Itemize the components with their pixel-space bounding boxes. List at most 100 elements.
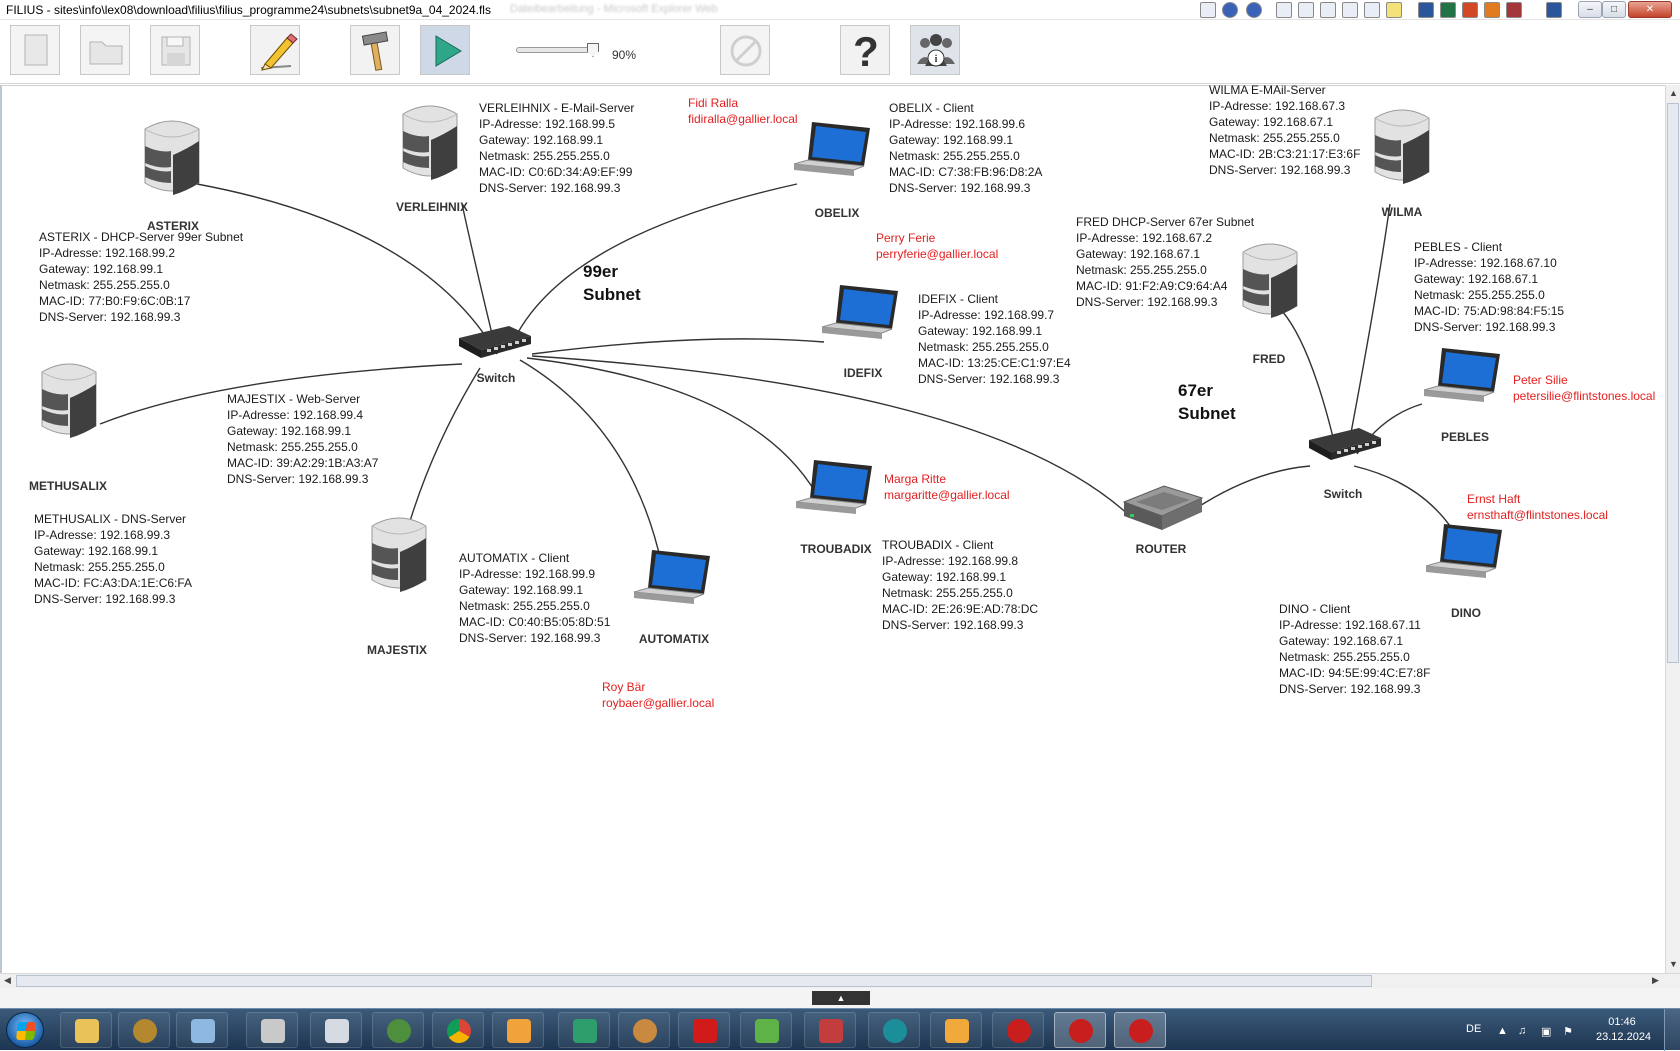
- zoom-slider[interactable]: [516, 47, 598, 53]
- window-titlebar: FILIUS - sites\info\lex08\download\filiu…: [0, 0, 1680, 20]
- clipboard-icon[interactable]: [1320, 2, 1336, 18]
- taskbar-app-dollar[interactable]: [930, 1012, 982, 1048]
- node-dino[interactable]: [1424, 520, 1510, 591]
- node-obelix[interactable]: [792, 118, 878, 189]
- mail-icon[interactable]: [1276, 2, 1292, 18]
- node-fred[interactable]: [1235, 234, 1305, 325]
- laptop-icon: [793, 122, 870, 176]
- laptop-icon: [795, 460, 872, 514]
- save-file-button[interactable]: [150, 25, 200, 75]
- card-icon[interactable]: [1342, 2, 1358, 18]
- team-info-icon: i: [917, 34, 955, 67]
- close-button[interactable]: ✕: [1628, 1, 1672, 18]
- taskbar-app-chart[interactable]: [740, 1012, 792, 1048]
- taskbar-app-notebook[interactable]: [176, 1012, 228, 1048]
- node-label-verleihnix: VERLEIHNIX: [395, 200, 469, 214]
- taskbar-app-globe[interactable]: [372, 1012, 424, 1048]
- network-tray-icon[interactable]: ▣: [1541, 1026, 1552, 1038]
- taskbar-app-pl[interactable]: [678, 1012, 730, 1048]
- taskbar-filius-1[interactable]: [992, 1012, 1044, 1048]
- taskbar-explorer[interactable]: [60, 1012, 112, 1048]
- window-title-overflow: Dateibearbeitung - Microsoft Explorer We…: [510, 3, 718, 15]
- server-icon: [1374, 109, 1430, 184]
- volume-icon[interactable]: ♫: [1518, 1025, 1527, 1037]
- node-asterix[interactable]: [137, 111, 207, 202]
- access-icon[interactable]: [1506, 2, 1522, 18]
- taskbar-app-scanner[interactable]: [246, 1012, 298, 1048]
- link-switch-router: [531, 355, 1133, 519]
- arduino-icon: [883, 1019, 907, 1043]
- link-switch-methusalix: [99, 363, 463, 425]
- word-icon[interactable]: [1418, 2, 1434, 18]
- horizontal-scroll-thumb[interactable]: [16, 975, 1372, 987]
- node-switch-99[interactable]: [457, 322, 537, 367]
- outlook-icon[interactable]: [1484, 2, 1500, 18]
- tools-button[interactable]: [720, 25, 770, 75]
- help-button[interactable]: ?: [840, 25, 890, 75]
- documents-icon[interactable]: [1364, 2, 1380, 18]
- action-center-flag-icon[interactable]: ⚑: [1563, 1026, 1573, 1038]
- vertical-scroll-thumb[interactable]: [1667, 103, 1679, 663]
- node-idefix[interactable]: [820, 281, 906, 352]
- expand-panel-icon[interactable]: ▲: [812, 991, 870, 1005]
- powerpoint-icon[interactable]: [1462, 2, 1478, 18]
- clock-date: 23.12.2024: [1596, 1031, 1652, 1043]
- taskbar-app-x[interactable]: [558, 1012, 610, 1048]
- build-mode-button[interactable]: [350, 25, 400, 75]
- node-troubadix[interactable]: [794, 456, 880, 527]
- open-file-button[interactable]: [80, 25, 130, 75]
- zoom-slider-thumb[interactable]: [587, 43, 599, 57]
- node-majestix[interactable]: [364, 508, 434, 599]
- bottom-panel-handle[interactable]: ▲: [0, 988, 1680, 1008]
- scroll-right-icon[interactable]: ▶: [1652, 975, 1659, 985]
- node-methusalix[interactable]: [34, 354, 104, 445]
- taskbar-app-blocks[interactable]: [804, 1012, 856, 1048]
- taskbar-filius-3[interactable]: [1114, 1012, 1166, 1048]
- subnet-label-67: 67er Subnet: [1178, 381, 1236, 423]
- media-player-icon: [507, 1019, 531, 1043]
- minimize-button[interactable]: –: [1578, 1, 1602, 18]
- tray-clock[interactable]: 01:46 23.12.2024: [1596, 1015, 1652, 1045]
- calendar-icon[interactable]: [1298, 2, 1314, 18]
- node-wilma[interactable]: [1367, 100, 1437, 191]
- taskbar-paint[interactable]: [618, 1012, 670, 1048]
- notes-icon[interactable]: [1386, 2, 1402, 18]
- excel-icon[interactable]: [1440, 2, 1456, 18]
- help-alt-icon[interactable]: [1246, 2, 1262, 18]
- node-switch-67[interactable]: [1307, 424, 1387, 469]
- node-automatix[interactable]: [632, 546, 718, 617]
- about-button[interactable]: i: [910, 25, 960, 75]
- scroll-left-icon[interactable]: ◀: [4, 975, 11, 985]
- scroll-down-icon[interactable]: ▼: [1669, 959, 1678, 969]
- node-verleihnix[interactable]: [395, 96, 465, 187]
- horizontal-scrollbar[interactable]: ◀ ▶: [0, 973, 1680, 988]
- taskbar-filius-2[interactable]: [1054, 1012, 1106, 1048]
- node-router[interactable]: [1120, 480, 1206, 541]
- tray-language[interactable]: DE: [1466, 1023, 1482, 1035]
- network-icon[interactable]: [1546, 2, 1562, 18]
- tray-expand-icon[interactable]: ▲: [1497, 1025, 1508, 1037]
- laptop-icon: [1425, 524, 1502, 578]
- taskbar-arduino[interactable]: [868, 1012, 920, 1048]
- start-button[interactable]: [6, 1012, 44, 1048]
- taskbar-chrome[interactable]: [432, 1012, 484, 1048]
- taskbar-media-player[interactable]: [492, 1012, 544, 1048]
- server-icon: [371, 517, 427, 592]
- clock-time: 01:46: [1608, 1016, 1636, 1028]
- help-icon[interactable]: [1222, 2, 1238, 18]
- taskbar-calculator[interactable]: [310, 1012, 362, 1048]
- show-desktop-button[interactable]: [1664, 1009, 1680, 1051]
- vertical-scrollbar[interactable]: ▲ ▼: [1665, 85, 1680, 973]
- network-canvas[interactable]: 99er Subnet 67er Subnet ASTERIX VERLEIHN…: [0, 83, 1665, 973]
- new-file-button[interactable]: [10, 25, 60, 75]
- scroll-up-icon[interactable]: ▲: [1669, 88, 1678, 98]
- taskbar-app-gear[interactable]: [118, 1012, 170, 1048]
- node-pebles[interactable]: [1422, 344, 1508, 415]
- maximize-button[interactable]: □: [1602, 1, 1626, 18]
- quicklaunch-grid-icon[interactable]: [1200, 2, 1216, 18]
- simulation-mode-button[interactable]: [420, 25, 470, 75]
- question-mark-icon: ?: [853, 28, 879, 75]
- design-mode-button[interactable]: [250, 25, 300, 75]
